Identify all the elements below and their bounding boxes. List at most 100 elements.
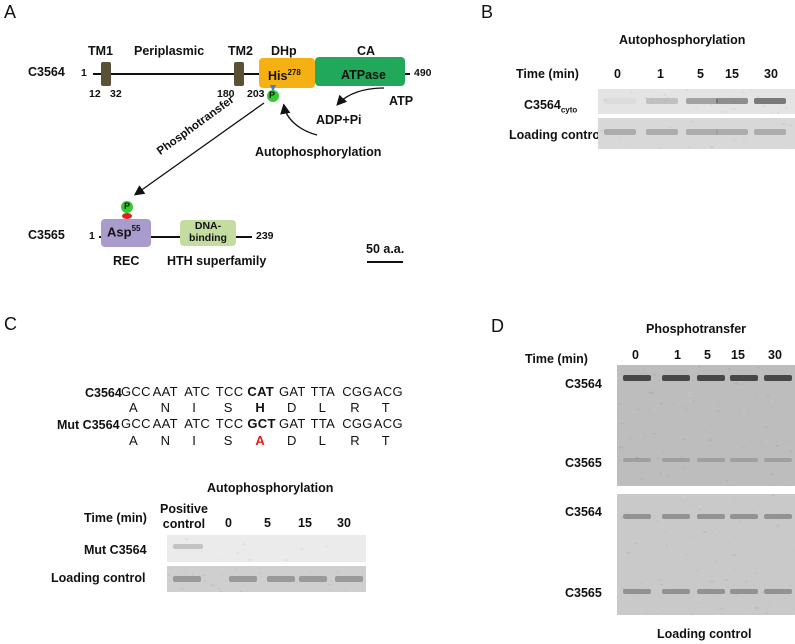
- gel-noise: [719, 607, 723, 609]
- gel-noise: [641, 567, 643, 568]
- gel-noise: [656, 404, 659, 407]
- gel-noise: [727, 497, 731, 499]
- tm2-label: TM2: [228, 44, 253, 58]
- c3564-start-position: 1: [81, 67, 87, 79]
- gel-noise: [696, 569, 699, 571]
- positive-control-label: Positive control: [160, 502, 208, 532]
- gel-noise: [195, 538, 200, 540]
- gel-noise: [187, 582, 190, 584]
- periplasmic-label: Periplasmic: [134, 44, 205, 58]
- panel-d-lower-c3565-label: C3565: [565, 586, 602, 600]
- gel-noise: [699, 575, 702, 577]
- mut-codon-0: GCC: [121, 416, 151, 431]
- positive-control-line2: control: [162, 517, 206, 531]
- mut-codon-5: GAT: [279, 416, 306, 431]
- gel-noise: [678, 608, 680, 610]
- panel-c-time-15: 15: [298, 516, 312, 530]
- gel-noise: [216, 585, 218, 586]
- panel-d-time-15: 15: [731, 348, 745, 362]
- his-phospho-circle-icon: [267, 90, 279, 102]
- gel-noise: [710, 146, 714, 148]
- gel-noise: [646, 146, 650, 148]
- his-residue-label: His278: [268, 68, 301, 84]
- wt-codon-8: ACG: [373, 384, 403, 399]
- panel-b-gel-c3564cyto: [598, 89, 795, 114]
- gel-noise: [750, 450, 754, 452]
- gel-noise: [685, 89, 688, 91]
- gel-noise: [778, 106, 781, 108]
- gel-noise: [742, 412, 746, 414]
- gel-noise: [335, 571, 340, 573]
- pos-32-label: 32: [110, 88, 122, 100]
- adp-pi-label: ADP+Pi: [316, 113, 362, 127]
- wt-codon-1: AAT: [152, 384, 178, 399]
- gel-noise: [704, 414, 706, 416]
- gel-noise: [723, 112, 725, 114]
- gel-noise: [646, 613, 649, 614]
- gel-noise: [192, 573, 195, 576]
- gel-noise: [683, 400, 687, 403]
- hth-superfamily-label: HTH superfamily: [167, 254, 267, 268]
- gel-noise: [601, 111, 605, 114]
- gel-noise: [688, 143, 692, 145]
- gel-noise: [666, 545, 668, 547]
- gel-noise: [697, 602, 701, 603]
- gel-noise: [766, 426, 770, 429]
- gel-noise: [676, 397, 679, 398]
- gel-noise: [772, 601, 777, 604]
- panel-c-time-5: 5: [264, 516, 271, 530]
- gel-noise: [343, 589, 346, 591]
- gel-noise: [640, 583, 643, 585]
- gel-band: [764, 589, 792, 594]
- gel-noise: [776, 524, 780, 527]
- wt-codon-0: GCC: [121, 384, 151, 399]
- gel-noise: [769, 485, 773, 486]
- gel-noise: [238, 556, 241, 558]
- panel-d-gel-phosphotransfer: [617, 365, 795, 486]
- gel-noise: [300, 548, 304, 550]
- gel-noise: [775, 444, 779, 447]
- protein-c3565-label: C3565: [28, 228, 65, 242]
- wt-aa-5: D: [287, 400, 297, 415]
- c3565-start-position: 1: [89, 230, 95, 242]
- gel-noise: [781, 123, 785, 125]
- gel-noise: [737, 136, 740, 138]
- gel-noise: [758, 503, 761, 505]
- gel-noise: [191, 590, 194, 592]
- gel-noise: [732, 140, 737, 141]
- gel-noise: [655, 609, 659, 612]
- mut-codon-8: ACG: [373, 416, 403, 431]
- gel-noise: [174, 568, 177, 570]
- scale-bar: [367, 261, 403, 263]
- gel-noise: [689, 399, 693, 402]
- dhp-domain: [259, 58, 315, 88]
- panel-c-gel-loading-control: [167, 566, 366, 592]
- gel-noise: [703, 384, 706, 386]
- panel-b-time-0: 0: [614, 67, 621, 81]
- gel-noise: [689, 93, 692, 96]
- gel-noise: [273, 553, 276, 556]
- gel-noise: [243, 542, 245, 544]
- gel-noise: [598, 91, 600, 93]
- gel-noise: [692, 543, 696, 545]
- gel-noise: [258, 573, 263, 574]
- gel-noise: [789, 125, 793, 126]
- gel-noise: [614, 142, 618, 144]
- wt-codon-3: TCC: [215, 384, 244, 399]
- gel-noise: [703, 503, 706, 505]
- gel-band: [662, 458, 690, 462]
- gel-noise: [638, 438, 642, 439]
- gel-noise: [681, 456, 683, 458]
- gel-noise: [243, 543, 246, 545]
- gel-noise: [764, 426, 766, 429]
- gel-noise: [228, 566, 233, 568]
- gel-noise: [267, 558, 269, 560]
- gel-noise: [664, 122, 667, 124]
- gel-noise: [275, 537, 279, 539]
- gel-band: [730, 375, 758, 381]
- gel-noise: [792, 545, 795, 548]
- gel-noise: [681, 495, 686, 498]
- gel-noise: [766, 568, 771, 570]
- phosphotransfer-arrow: [133, 102, 265, 196]
- gel-noise: [239, 590, 243, 592]
